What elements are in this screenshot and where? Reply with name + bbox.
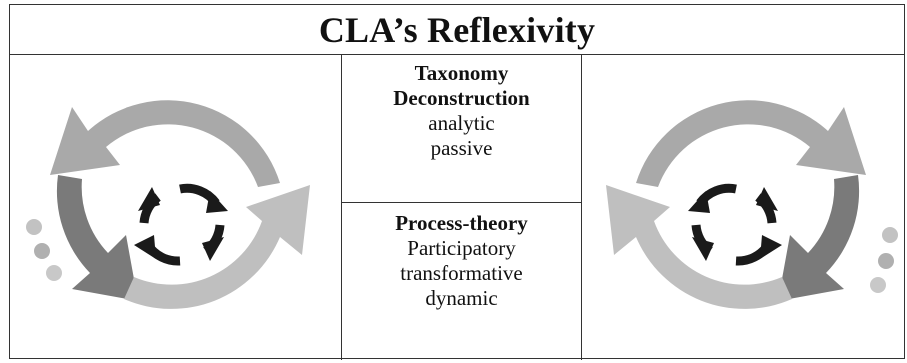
process-theory-cell: Process-theory Participatory transformat…	[342, 203, 581, 360]
top-arc-arrow	[50, 100, 280, 187]
passive-text: passive	[430, 136, 493, 160]
left-arc-arrow	[56, 175, 139, 301]
deconstruction-heading: Deconstruction	[393, 86, 530, 110]
page-title: CLA’s Reflexivity	[318, 9, 596, 50]
right-arc-arrow	[778, 175, 860, 301]
dot-3	[46, 265, 62, 281]
reflexivity-table: CLA’s Reflexivity	[9, 4, 906, 360]
taxonomy-cell: Taxonomy Deconstruction analytic passive	[342, 55, 581, 203]
dynamic-text: dynamic	[425, 286, 498, 310]
right-cycle-arrows-icon	[606, 100, 898, 309]
participatory-text: Participatory	[407, 236, 516, 260]
taxonomy-heading: Taxonomy	[414, 61, 509, 85]
dot-2	[34, 243, 50, 259]
transformative-text: transformative	[400, 261, 523, 285]
dot-3	[870, 277, 886, 293]
analytic-text: analytic	[428, 111, 495, 135]
bottom-arc-arrow	[606, 185, 792, 309]
dot-1	[26, 219, 42, 235]
top-arc-arrow	[636, 100, 866, 187]
middle-column: Taxonomy Deconstruction analytic passive…	[341, 55, 582, 360]
title-row: CLA’s Reflexivity	[10, 5, 904, 55]
bottom-arc-arrow	[124, 185, 310, 309]
process-theory-heading: Process-theory	[395, 211, 528, 235]
dot-1	[882, 227, 898, 243]
right-cycle-cell	[582, 55, 906, 360]
dot-2	[878, 253, 894, 269]
left-cycle-arrows-icon	[26, 100, 310, 309]
left-cycle-cell	[10, 55, 341, 360]
